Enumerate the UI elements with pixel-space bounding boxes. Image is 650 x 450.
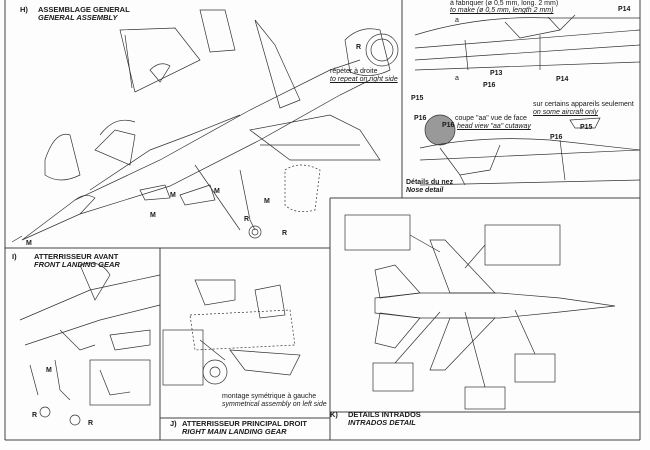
front-gear-drawing xyxy=(19,262,161,426)
cutaway-note-en: head view "aa" cutaway xyxy=(457,123,531,130)
section-i-title-en: FRONT LANDING GEAR xyxy=(34,260,120,269)
section-h-letter: H) xyxy=(20,5,28,14)
section-i-letter: I) xyxy=(12,252,17,261)
part-p16: P16 xyxy=(442,122,455,129)
make-note-fr: à fabriquer (ø 0,5 mm, long. 2 mm) xyxy=(450,0,559,7)
cutaway-note-fr: coupe "aa" vue de face xyxy=(455,115,527,122)
some-aircraft-note-en: on some aircraft only xyxy=(533,109,598,116)
repeat-note-en: to repeat on right side xyxy=(330,76,398,83)
nose-detail-title-fr: Détails du nez xyxy=(406,179,454,186)
part-label: R xyxy=(88,420,94,427)
part-label: M xyxy=(26,240,32,247)
section-j-letter: J) xyxy=(170,419,177,428)
part-label: R xyxy=(244,216,250,223)
part-p14: P14 xyxy=(556,76,569,83)
part-p14: P14 xyxy=(618,6,631,13)
section-j-title-en: RIGHT MAIN LANDING GEAR xyxy=(182,427,287,436)
symmetric-note-en: symmetrical assembly on left side xyxy=(222,401,327,408)
part-p16: P16 xyxy=(550,134,563,141)
section-h-title-en: GENERAL ASSEMBLY xyxy=(38,13,118,22)
section-h-title-fr: ASSEMBLAGE GENERAL xyxy=(38,5,130,14)
section-k-title-fr: DETAILS INTRADOS xyxy=(348,410,421,419)
fuselage-drawing xyxy=(11,9,399,243)
part-label: R xyxy=(356,44,362,51)
part-label: M xyxy=(264,198,270,205)
section-k-letter: K) xyxy=(330,410,338,419)
part-label: R xyxy=(282,230,288,237)
nose-detail-drawings xyxy=(414,14,641,186)
section-i-title-fr: ATTERRISSEUR AVANT xyxy=(34,252,119,261)
part-p13: P13 xyxy=(490,70,503,77)
panel-borders xyxy=(4,0,641,441)
intrados-drawing xyxy=(344,214,616,410)
repeat-note-fr: répéter à droite xyxy=(330,68,378,75)
main-gear-drawing xyxy=(162,279,301,386)
part-p16: P16 xyxy=(483,82,496,89)
symmetric-note-fr: montage symétrique à gauche xyxy=(222,393,317,400)
part-label: M xyxy=(150,212,156,219)
part-label: M xyxy=(214,188,220,195)
section-k-title-en: INTRADOS DETAIL xyxy=(348,418,416,427)
part-label: R xyxy=(32,412,38,419)
make-note-en: to make (ø 0,5 mm, length 2 mm) xyxy=(450,7,554,14)
part-p16: P16 xyxy=(414,115,427,122)
some-aircraft-note-fr: sur certains appareils seulement xyxy=(533,101,634,108)
nose-detail-title-en: Nose detail xyxy=(406,187,444,194)
part-p15: P15 xyxy=(580,124,593,131)
section-marker: a xyxy=(455,17,459,24)
section-marker: a xyxy=(455,75,459,82)
part-label: M xyxy=(170,192,176,199)
part-p15: P15 xyxy=(411,95,424,102)
section-j-title-fr: ATTERRISSEUR PRINCIPAL DROIT xyxy=(182,419,308,428)
part-label: M xyxy=(46,367,52,374)
